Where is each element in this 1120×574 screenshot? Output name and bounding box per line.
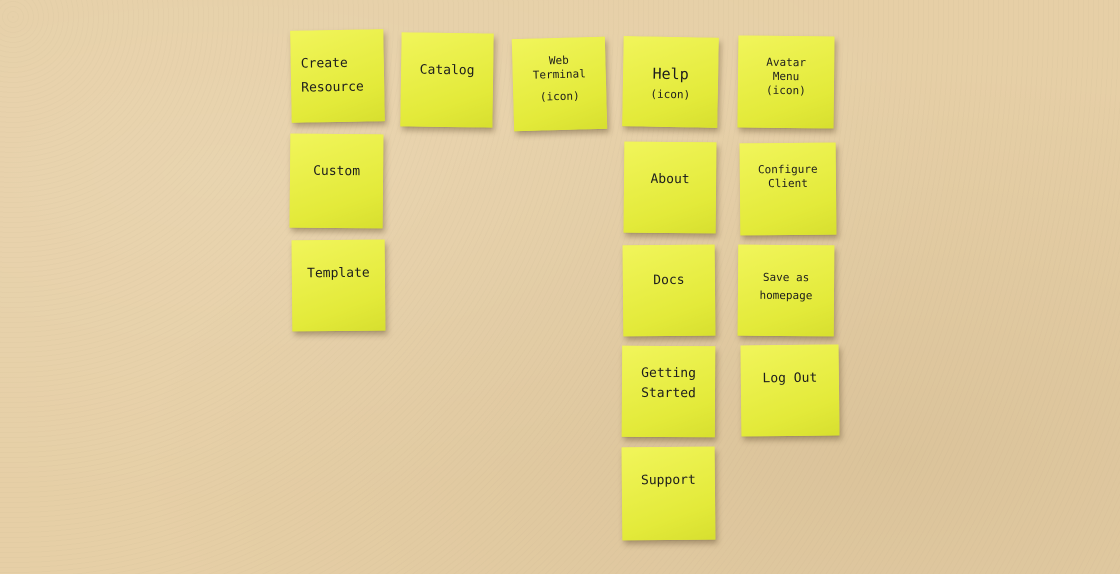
sticky-note-log-out: Log Out bbox=[740, 344, 840, 437]
note-text: Web bbox=[548, 53, 569, 68]
sticky-note-support: Support bbox=[621, 446, 716, 541]
sticky-note-avatar-menu: Avatar Menu (icon) bbox=[737, 35, 835, 129]
sticky-note-template: Template bbox=[291, 239, 386, 332]
note-text: Create bbox=[300, 55, 348, 72]
note-text: Template bbox=[307, 265, 370, 282]
note-text: Save as bbox=[762, 270, 810, 285]
note-text: Client bbox=[768, 176, 808, 190]
sticky-note-configure-client: Configure Client bbox=[739, 142, 837, 236]
note-text: Custom bbox=[313, 163, 361, 180]
note-text: Started bbox=[641, 386, 696, 402]
note-text: Resource bbox=[301, 79, 364, 96]
sticky-note-docs: Docs bbox=[622, 244, 716, 337]
note-text: Getting bbox=[641, 365, 697, 382]
note-text: Configure bbox=[757, 162, 818, 177]
note-text: Log Out bbox=[762, 370, 818, 387]
sticky-note-help: Help (icon) bbox=[622, 36, 719, 128]
sticky-note-catalog: Catalog bbox=[400, 32, 494, 128]
note-text: (icon) bbox=[765, 83, 806, 97]
note-text: Avatar bbox=[766, 55, 807, 70]
note-text: Help bbox=[652, 64, 689, 84]
note-text: Menu bbox=[772, 69, 800, 83]
sticky-note-save-as-homepage: Save as homepage bbox=[737, 244, 835, 337]
note-text: (icon) bbox=[650, 87, 691, 102]
note-text: homepage bbox=[759, 288, 813, 302]
sticky-note-web-terminal: Web Terminal (icon) bbox=[511, 36, 608, 132]
sticky-note-custom: Custom bbox=[289, 133, 384, 229]
note-text: About bbox=[650, 171, 690, 188]
note-text: (icon) bbox=[539, 88, 580, 104]
sticky-note-getting-started: Getting Started bbox=[621, 345, 716, 438]
note-text: Support bbox=[640, 472, 696, 489]
note-text: Docs bbox=[653, 272, 685, 289]
sticky-note-create-resource: Create Resource bbox=[290, 29, 385, 123]
sticky-note-about: About bbox=[623, 141, 717, 234]
note-text: Catalog bbox=[419, 62, 475, 79]
note-text: Terminal bbox=[532, 67, 586, 82]
